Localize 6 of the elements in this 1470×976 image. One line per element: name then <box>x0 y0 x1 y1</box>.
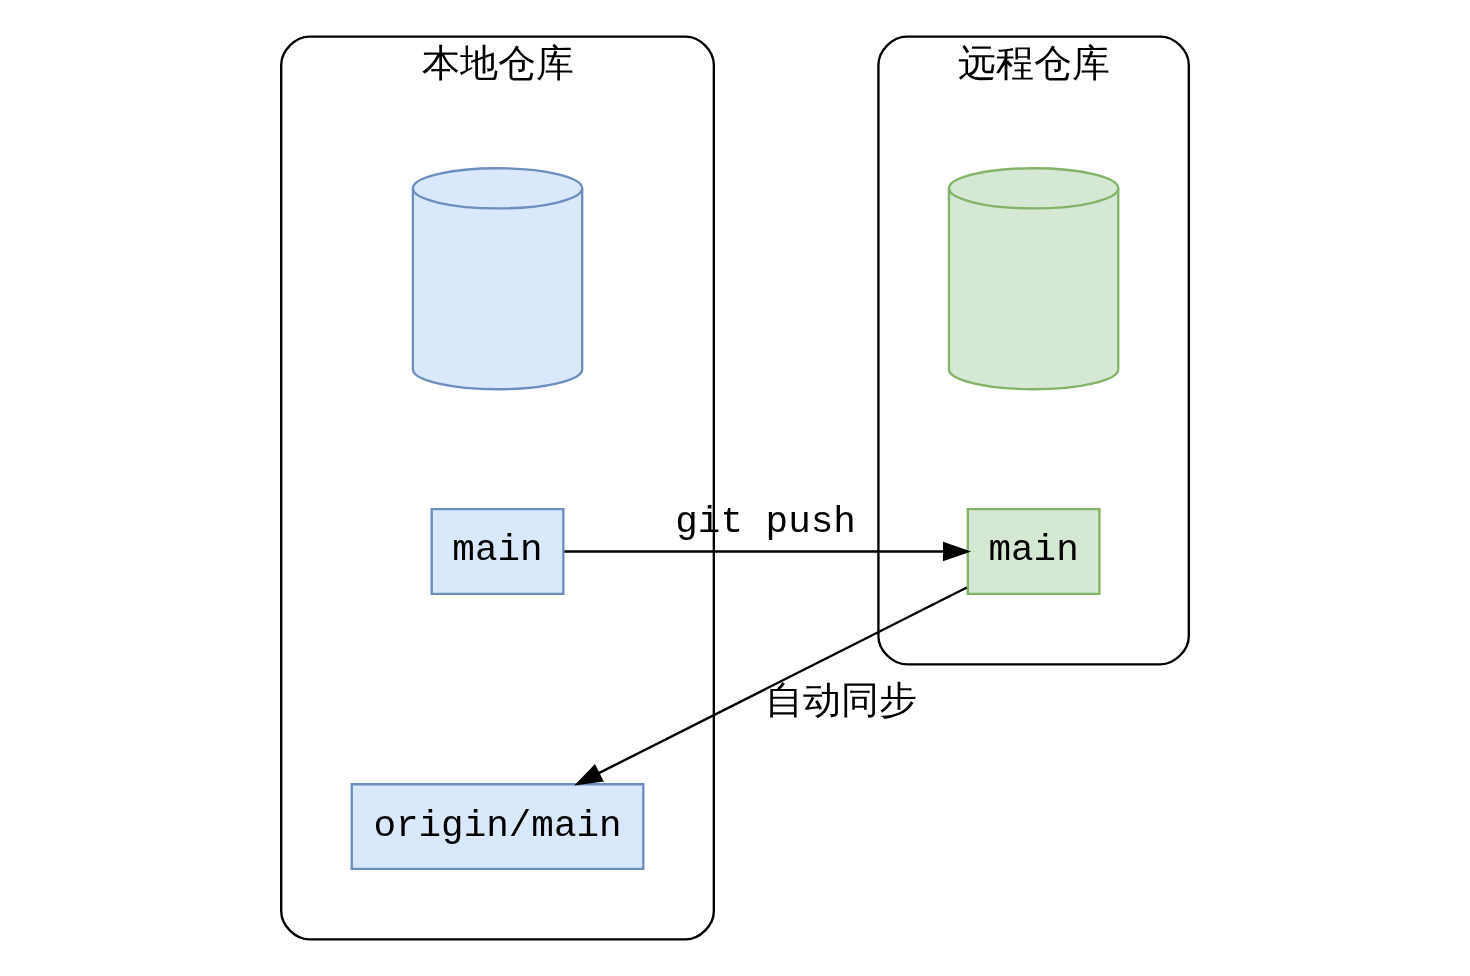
node-box: origin/main <box>350 783 645 871</box>
node-box: main <box>430 508 565 595</box>
node-box: main <box>966 508 1101 595</box>
edge-label: 自动同步 <box>764 682 917 725</box>
arrow <box>564 541 972 562</box>
arrow <box>574 586 968 786</box>
